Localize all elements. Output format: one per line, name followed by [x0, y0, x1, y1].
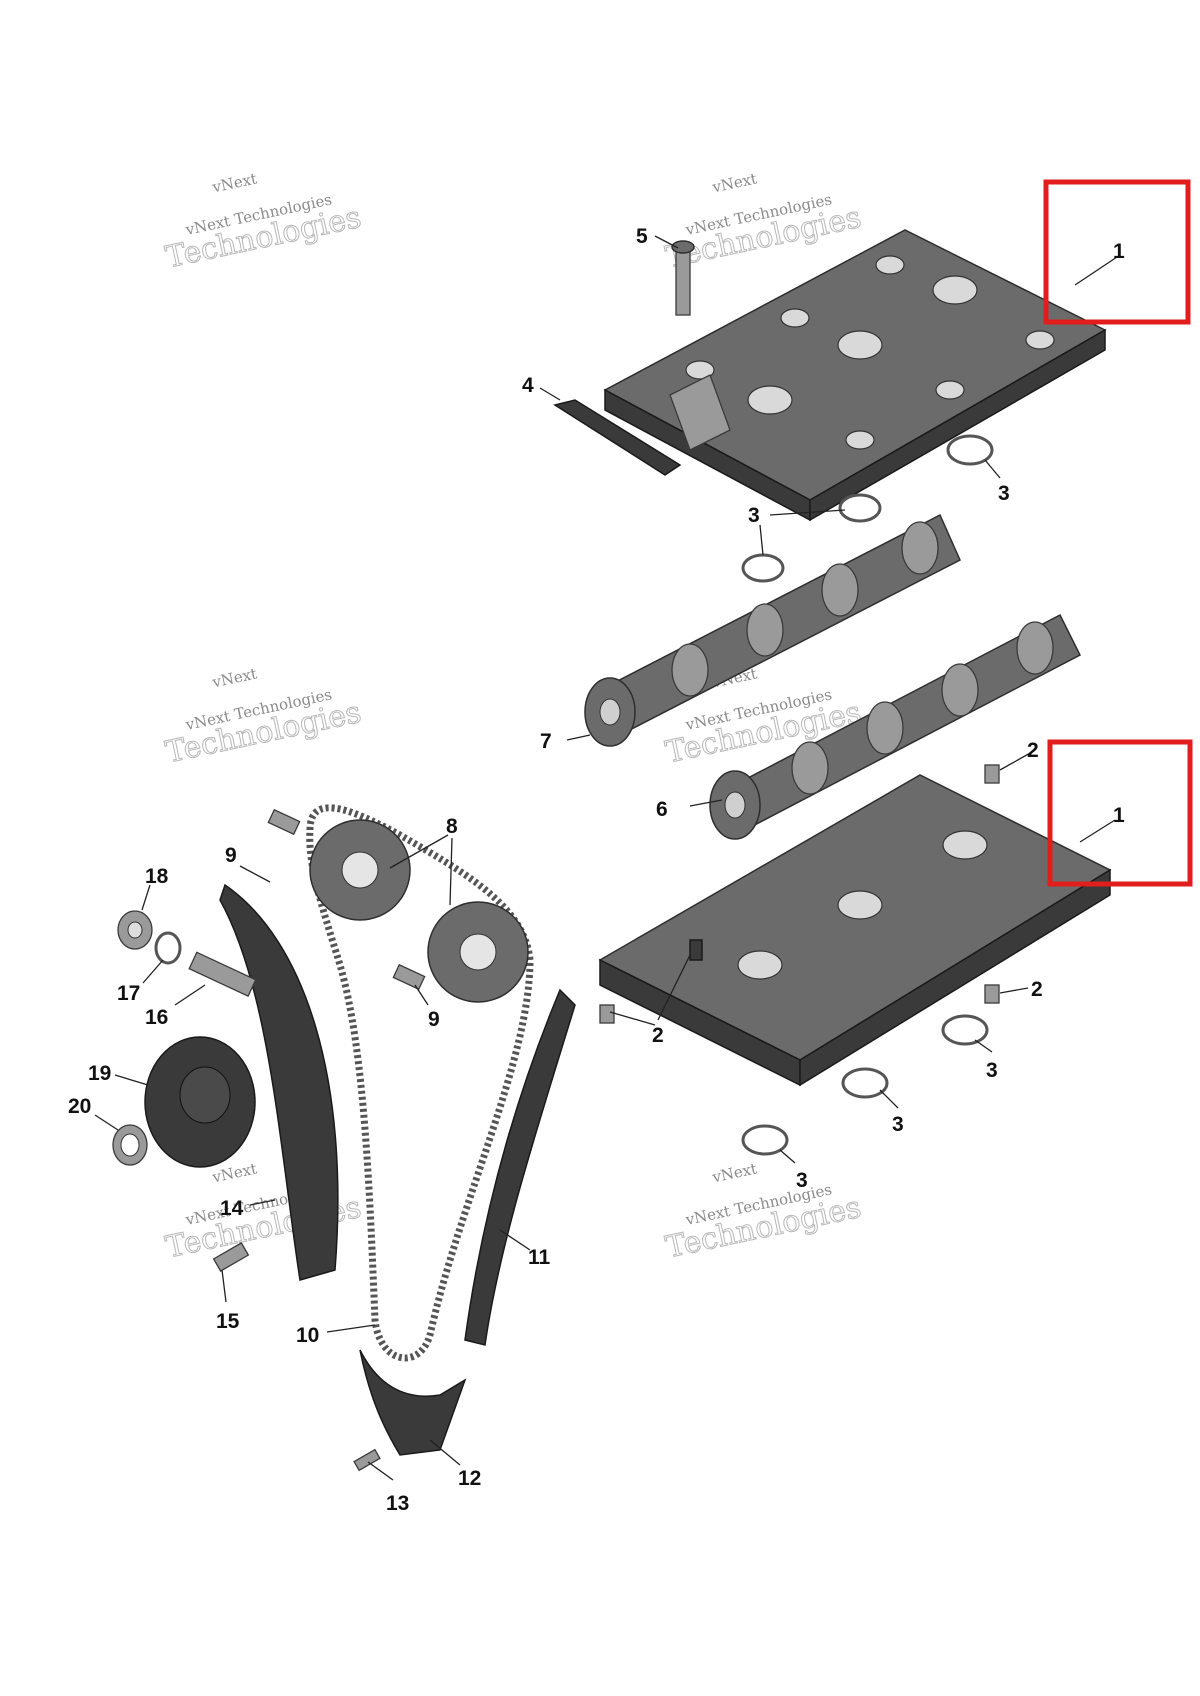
highlight-boxes	[1043, 179, 1193, 887]
chain-guide-14	[219, 883, 339, 1281]
callout-17: 17	[117, 982, 140, 1005]
callout-3: 3	[748, 504, 760, 527]
sprockets-8	[309, 819, 529, 1003]
callout-3: 3	[998, 482, 1010, 505]
watermark-text: vNext	[210, 169, 259, 196]
bolts-9	[267, 808, 426, 991]
callout-15: 15	[216, 1310, 240, 1333]
callout-4: 4	[522, 374, 534, 397]
callout-11: 11	[528, 1246, 551, 1269]
callout-labels: 1 1 2 2 2 3 3 3 3 3 4 5 6 7 8 9 9 10 11 …	[68, 225, 1125, 1515]
callout-3: 3	[796, 1169, 808, 1192]
phaser-19	[144, 1036, 256, 1168]
bolt-5	[671, 240, 695, 316]
callout-13: 13	[386, 1492, 409, 1515]
chain-guide-4	[553, 399, 682, 476]
lower-camshaft-carrier	[598, 774, 1112, 1087]
tensioner-12	[359, 1349, 467, 1456]
ring-17	[154, 931, 182, 965]
callout-10: 10	[296, 1324, 319, 1347]
bolt-15	[212, 1242, 250, 1272]
highlight-box-lower	[1047, 739, 1193, 887]
callout-1: 1	[1113, 240, 1125, 263]
watermark-text: vNext	[710, 1159, 759, 1186]
watermark-text: vNext	[710, 169, 759, 196]
callout-9: 9	[428, 1008, 440, 1031]
callout-7: 7	[540, 730, 552, 753]
leader-lines	[94, 235, 1118, 1481]
bolt-13	[353, 1448, 381, 1472]
callout-12: 12	[458, 1467, 481, 1490]
chain-guide-11	[464, 988, 576, 1346]
bushing-18	[117, 910, 153, 950]
callout-3: 3	[986, 1059, 998, 1082]
callout-5: 5	[636, 225, 648, 248]
callout-1: 1	[1113, 804, 1125, 827]
callout-19: 19	[88, 1062, 111, 1085]
watermark-text: vNext	[210, 664, 259, 691]
callout-9: 9	[225, 844, 237, 867]
callout-18: 18	[145, 865, 169, 888]
callout-6: 6	[656, 798, 668, 821]
callout-16: 16	[145, 1006, 168, 1029]
ring-20	[112, 1124, 148, 1166]
callout-8: 8	[446, 815, 458, 838]
callout-2: 2	[1027, 739, 1039, 762]
pin-16	[188, 951, 257, 997]
callout-3: 3	[892, 1113, 904, 1136]
callout-20: 20	[68, 1095, 91, 1118]
callout-2: 2	[652, 1024, 664, 1047]
camshaft-7	[584, 513, 961, 747]
o-rings-lower	[741, 1014, 989, 1156]
callout-14: 14	[220, 1197, 244, 1220]
dowel-pins	[599, 764, 1000, 1024]
camshaft-6	[709, 613, 1082, 840]
callout-2: 2	[1031, 978, 1043, 1001]
highlight-box-upper	[1043, 179, 1191, 325]
upper-camshaft-carrier	[603, 229, 1107, 522]
